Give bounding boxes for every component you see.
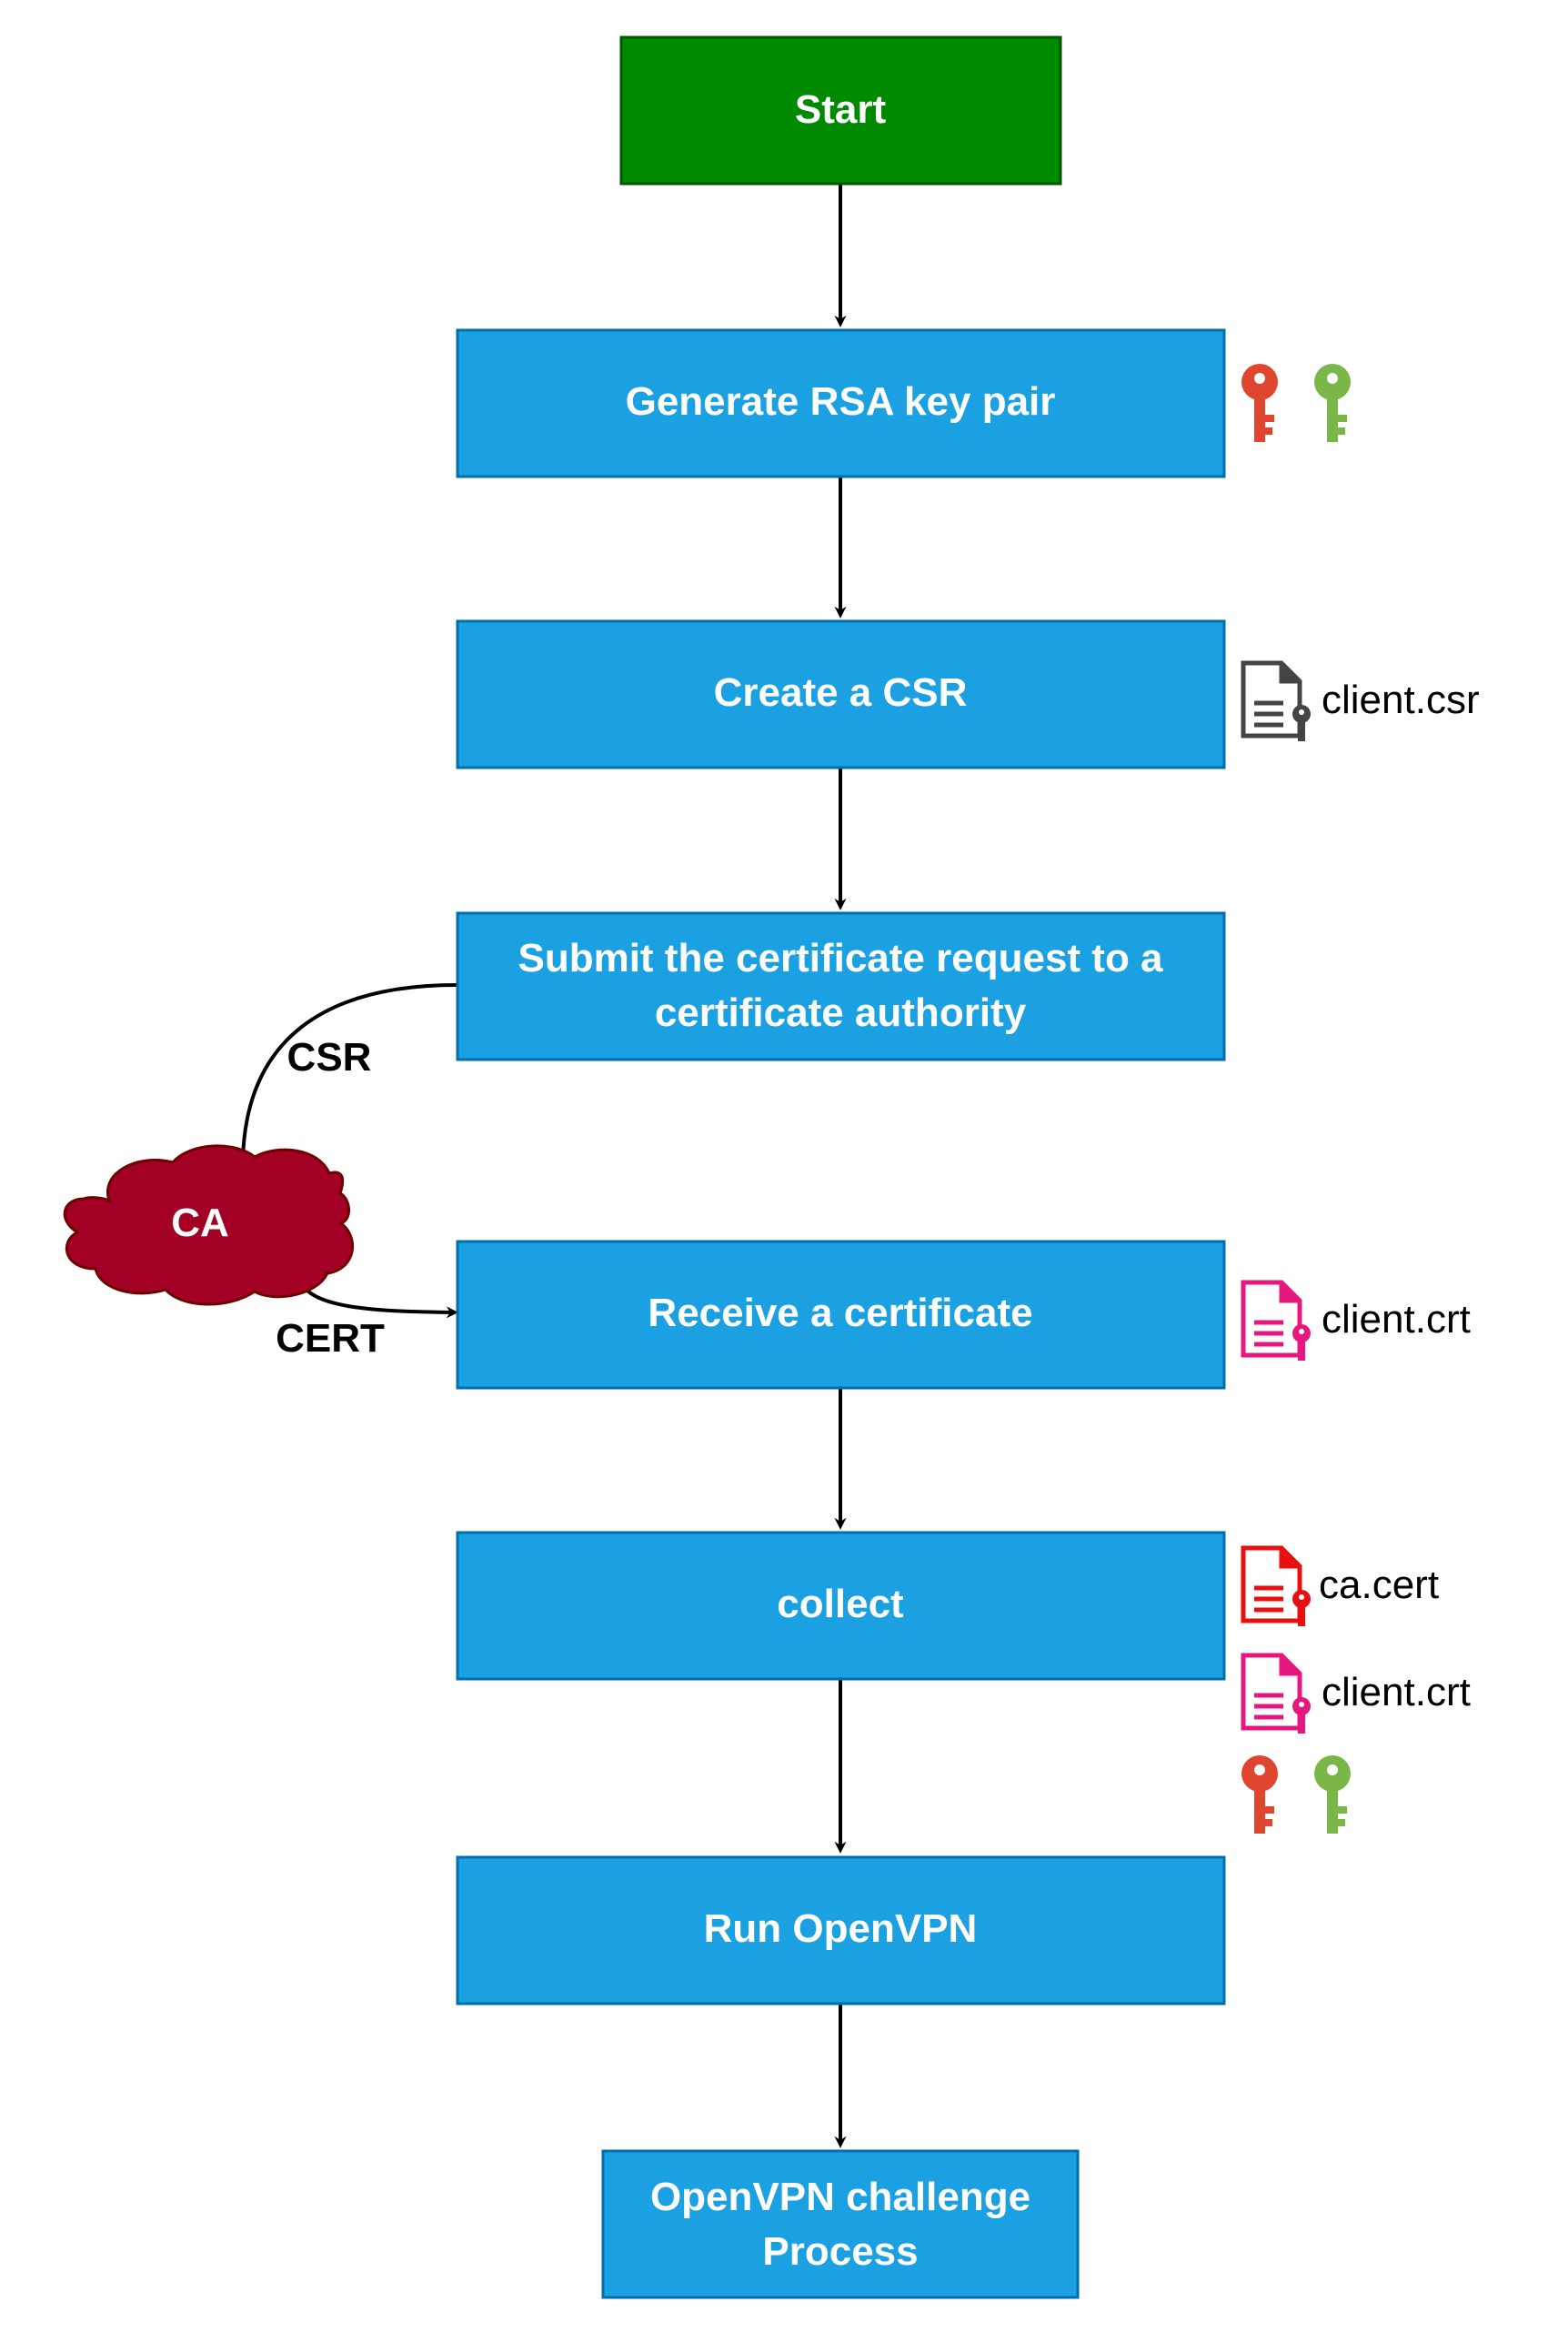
node-run-openvpn: Run OpenVPN [456,1855,1226,2005]
node-submit-label-line1: Submit the certificate request to a [518,936,1163,980]
file-label-client-crt-collect: client.crt [1322,1670,1471,1714]
node-create-csr: Create a CSR [456,619,1226,769]
node-generate-key-label: Generate RSA key pair [626,379,1056,424]
key-green-icon [1314,1755,1351,1834]
node-ca-cloud: CA [63,1144,355,1306]
file-label-ca-cert: ca.cert [1319,1563,1439,1607]
node-submit-request: Submit the certificate request to a cert… [456,911,1226,1061]
node-start: Start [619,35,1062,186]
edge-submit-to-ca [236,983,457,1164]
node-ca-label: CA [171,1201,229,1245]
node-challenge-label-line1: OpenVPN challenge [650,2175,1030,2219]
csr-document-icon [1241,660,1311,741]
node-receive-label: Receive a certificate [648,1291,1032,1335]
edges [236,185,847,2148]
node-run-label: Run OpenVPN [704,1906,978,1951]
file-label-client-crt: client.crt [1322,1297,1471,1342]
certificate-document-icon [1241,1280,1311,1361]
node-create-csr-label: Create a CSR [714,670,968,715]
edge-label-csr: CSR [287,1035,372,1080]
node-openvpn-challenge: OpenVPN challenge Process [601,2149,1080,2299]
node-submit-label-line2: certificate authority [655,990,1027,1035]
node-start-label: Start [795,87,887,132]
key-red-icon [1241,1755,1278,1834]
node-challenge-label-line2: Process [762,2229,918,2274]
key-red-icon [1241,364,1278,442]
node-collect: collect [456,1531,1226,1681]
node-generate-key: Generate RSA key pair [456,328,1226,478]
node-receive-certificate: Receive a certificate [456,1240,1226,1390]
node-collect-label: collect [777,1582,904,1626]
key-green-icon [1314,364,1351,442]
file-label-client-csr: client.csr [1322,678,1480,722]
edge-label-cert: CERT [276,1316,385,1361]
ca-certificate-document-icon [1241,1545,1311,1626]
certificate-document-icon [1241,1653,1311,1734]
